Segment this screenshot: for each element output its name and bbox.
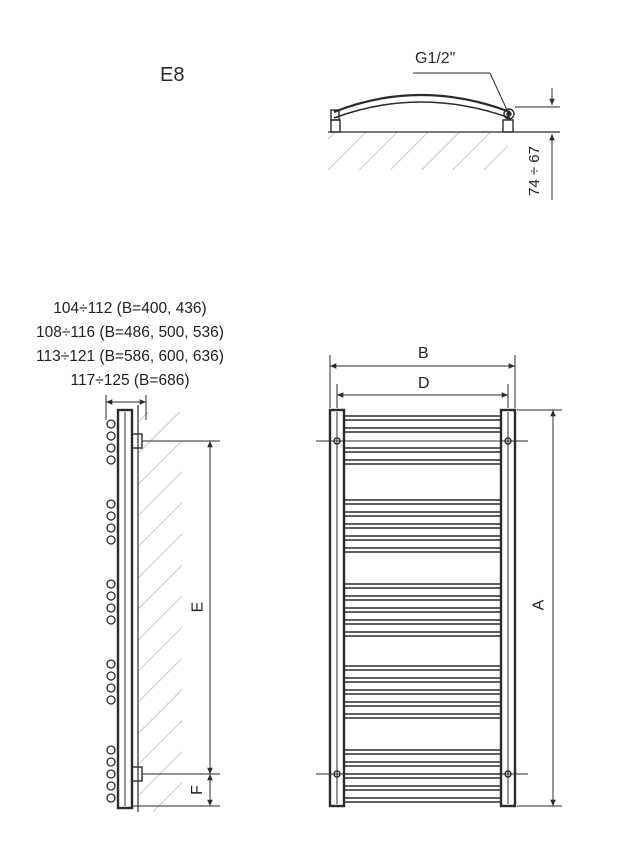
upper-right-port [504, 437, 512, 445]
dim-label-b: B [418, 345, 429, 362]
dim-label-d: D [418, 375, 430, 392]
valve-center [506, 111, 512, 117]
side-view [105, 395, 220, 812]
bent-rail-inner [333, 101, 511, 119]
tube-loops [106, 419, 116, 803]
lower-right-port [504, 770, 512, 778]
crossbars [344, 415, 501, 803]
connection-leader [489, 72, 508, 111]
spacing-spec-2: 108÷116 (B=486, 500, 536) [36, 324, 224, 341]
model-label: E8 [160, 64, 185, 86]
right-bracket [502, 119, 514, 133]
spacing-spec-4: 117÷125 (B=686) [70, 372, 190, 389]
upper-left-port [333, 437, 341, 445]
spacing-spec-3: 113÷121 (B=586, 600, 636) [36, 348, 224, 365]
bent-rail-outer [333, 93, 511, 114]
left-bracket [330, 119, 341, 133]
front-view [316, 355, 562, 808]
lower-left-port [333, 770, 341, 778]
connection-label: G1/2" [415, 50, 456, 67]
wall-hatch-top [328, 132, 508, 170]
top-view [328, 72, 560, 200]
spacing-spec-1: 104÷112 (B=400, 436) [53, 300, 207, 317]
valve-connection-icon [503, 108, 515, 120]
wall-hatch-side [138, 412, 182, 812]
side-rail [116, 408, 134, 810]
